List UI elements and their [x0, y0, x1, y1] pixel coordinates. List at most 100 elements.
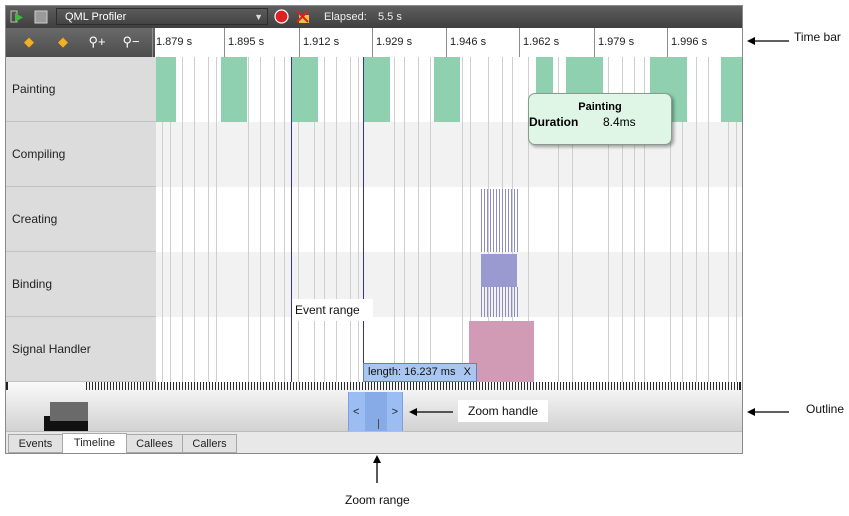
painting-event[interactable] — [292, 57, 318, 122]
event-gridline — [182, 57, 183, 382]
outline-end-marker — [739, 382, 741, 390]
start-profiling-icon[interactable] — [10, 10, 24, 24]
profiler-select[interactable]: QML Profiler ▼ — [56, 8, 268, 25]
event-gridline — [248, 57, 249, 382]
event-gridline — [216, 57, 217, 382]
painting-event[interactable] — [434, 57, 460, 122]
event-gridline — [194, 57, 195, 382]
zoom-range-annotation: Zoom range — [345, 493, 410, 507]
time-tick: 1.979 s — [594, 28, 634, 57]
record-icon[interactable] — [274, 9, 289, 24]
tab-events[interactable]: Events — [8, 434, 63, 453]
painting-event[interactable] — [721, 57, 742, 122]
timeline-view[interactable]: Event range length: 16.237 ms X — [156, 57, 742, 382]
tooltip-title: Painting — [578, 101, 622, 113]
tooltip-value: 8.4ms — [603, 115, 636, 129]
event-gridline — [170, 57, 171, 382]
event-gridline — [736, 57, 737, 382]
event-gridline — [324, 57, 325, 382]
tooltip-key: Duration — [529, 115, 579, 129]
row-creating-bg — [156, 187, 742, 252]
chevron-down-icon: ▼ — [254, 12, 263, 22]
row-label-signal-handler: Signal Handler — [6, 317, 156, 382]
row-label-creating: Creating — [6, 187, 156, 252]
painting-event[interactable] — [364, 57, 390, 122]
range-close-button[interactable]: X — [463, 366, 471, 378]
event-gridline — [162, 57, 163, 382]
zoom-handle[interactable]: < > — [348, 392, 403, 431]
zoom-handle-arrow-icon — [409, 404, 453, 422]
event-gridline — [284, 57, 285, 382]
zoom-out-button[interactable]: ⚲− — [122, 34, 140, 49]
zoom-handle-center — [365, 392, 387, 431]
signal-handler-event[interactable] — [469, 321, 534, 382]
time-tick: 1.996 s — [667, 28, 707, 57]
category-labels: Painting Compiling Creating Binding Sign… — [6, 57, 156, 382]
row-label-binding: Binding — [6, 252, 156, 317]
time-tick: 1.962 s — [519, 28, 559, 57]
zoom-navigation: ◆ ◆ ⚲+ ⚲− — [6, 28, 155, 57]
outline-arrow-icon — [747, 404, 789, 422]
time-tick: 1.929 s — [372, 28, 412, 57]
time-tick: 1.879 s — [152, 28, 192, 57]
discard-data-icon[interactable] — [296, 10, 310, 24]
zoom-handle-left[interactable]: < — [353, 406, 360, 418]
binding-event[interactable] — [481, 254, 517, 287]
event-gridline — [708, 57, 709, 382]
row-label-compiling: Compiling — [6, 122, 156, 187]
time-tick: 1.912 s — [299, 28, 339, 57]
zoom-handle-marker — [378, 419, 379, 429]
event-gridline — [462, 57, 463, 382]
event-gridline — [682, 57, 683, 382]
prev-event-button[interactable]: ◆ — [24, 34, 34, 49]
event-gridline — [274, 57, 275, 382]
zoom-in-button[interactable]: ⚲+ — [88, 34, 106, 49]
event-gridline — [572, 57, 573, 382]
tab-callers[interactable]: Callers — [182, 434, 237, 453]
time-bar-arrow-icon — [747, 33, 789, 51]
event-gridline — [208, 57, 209, 382]
time-tick: 1.895 s — [224, 28, 264, 57]
next-event-button[interactable]: ◆ — [58, 34, 68, 49]
row-label-painting: Painting — [6, 57, 156, 122]
creating-events[interactable] — [481, 189, 519, 252]
range-length-text: length: 16.237 ms — [368, 366, 456, 378]
outline-activity-block — [44, 416, 50, 421]
elapsed-value: 5.5 s — [378, 11, 402, 23]
event-gridline — [470, 57, 471, 382]
event-gridline — [418, 57, 419, 382]
event-gridline — [394, 57, 395, 382]
profiler-select-value: QML Profiler — [65, 11, 127, 23]
event-gridline — [558, 57, 559, 382]
event-gridline — [298, 57, 299, 382]
outline-annotation: Outline — [806, 402, 845, 416]
zoom-handle-right[interactable]: > — [391, 406, 398, 418]
elapsed-label: Elapsed: — [324, 11, 367, 23]
event-gridline — [260, 57, 261, 382]
event-gridline — [728, 57, 729, 382]
tab-callees[interactable]: Callees — [126, 434, 183, 453]
range-length-box: length: 16.237 ms X — [363, 363, 477, 382]
event-gridline — [634, 57, 635, 382]
outline-activity-block — [50, 402, 88, 421]
event-gridline — [404, 57, 405, 382]
toolbar: QML Profiler ▼ Elapsed: 5.5 s — [6, 6, 742, 28]
event-range-end-line — [363, 57, 364, 382]
painting-event[interactable] — [156, 57, 176, 122]
event-range-label: Event range — [292, 299, 373, 321]
time-tick: 1.946 s — [446, 28, 486, 57]
zoom-handle-annotation: Zoom handle — [458, 400, 548, 422]
event-gridline — [670, 57, 671, 382]
outline-event-ticks — [86, 382, 742, 390]
binding-events[interactable] — [481, 287, 519, 317]
stop-icon[interactable] — [34, 10, 48, 24]
tab-timeline[interactable]: Timeline — [62, 433, 127, 453]
event-gridline — [336, 57, 337, 382]
event-gridline — [608, 57, 609, 382]
time-bar: ◆ ◆ ⚲+ ⚲− 1.879 s 1.895 s 1.912 s 1.929 … — [6, 28, 742, 58]
painting-event[interactable] — [221, 57, 247, 122]
event-gridline — [622, 57, 623, 382]
qml-profiler-window: QML Profiler ▼ Elapsed: 5.5 s ◆ ◆ ⚲+ ⚲− … — [5, 5, 743, 454]
overview-outline[interactable]: < > — [6, 382, 742, 431]
event-gridline — [350, 57, 351, 382]
